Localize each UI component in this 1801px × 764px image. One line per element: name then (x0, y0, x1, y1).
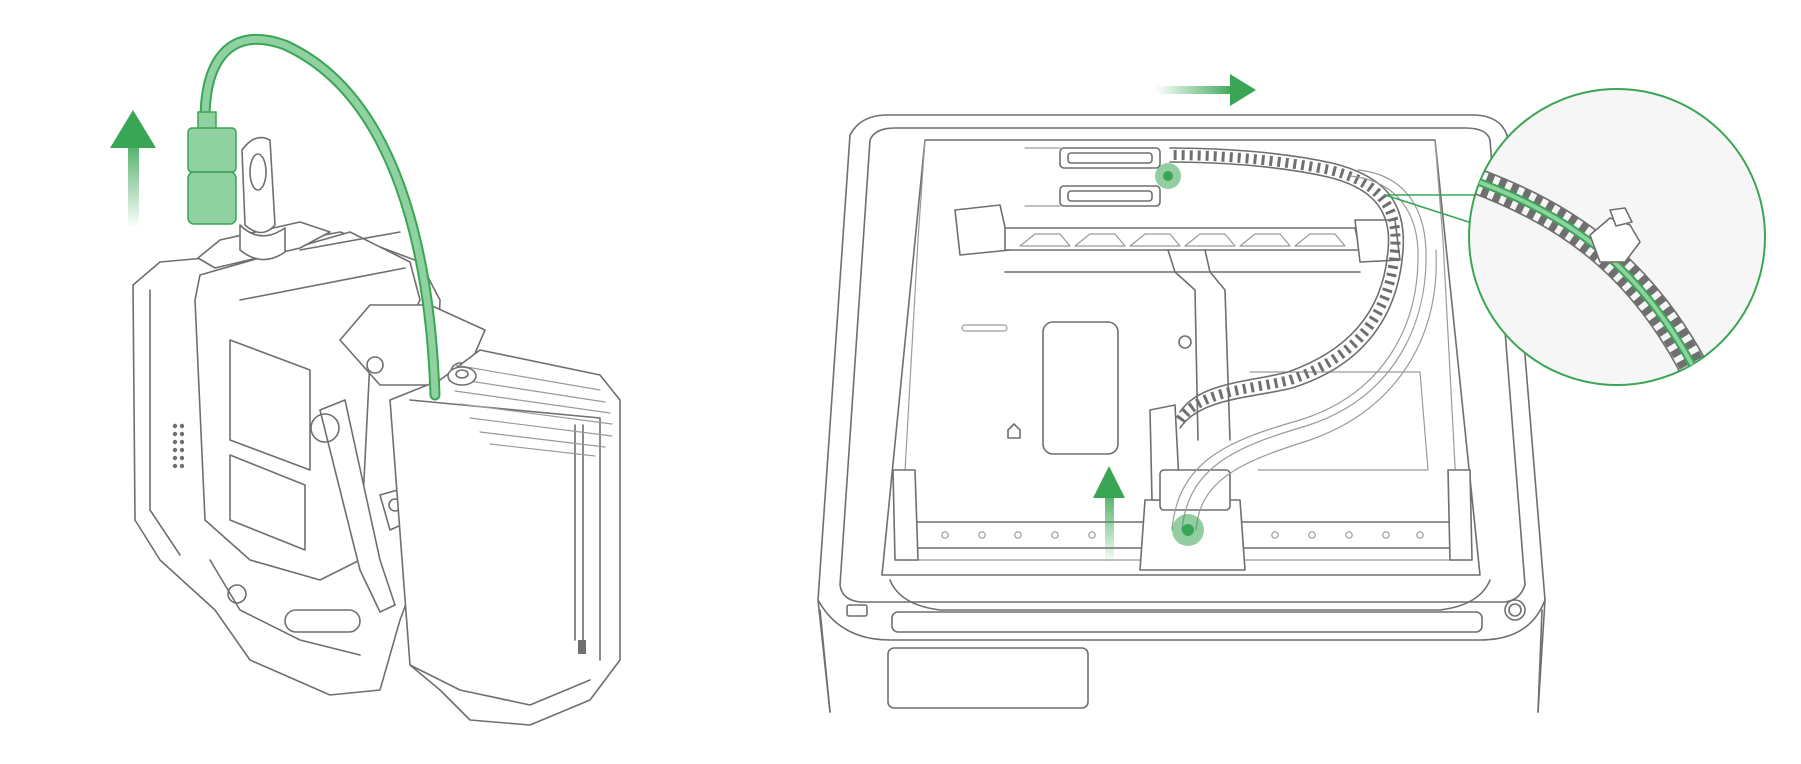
zoom-callout (1468, 88, 1766, 386)
logo-mark (578, 640, 586, 654)
toolhead-illustration (110, 34, 621, 726)
vent-dots (172, 423, 185, 469)
rail-holes (941, 531, 1424, 539)
printer-illustration (817, 74, 1766, 713)
right-arrow-icon (1155, 74, 1256, 106)
heatsink-fins (449, 364, 613, 457)
up-arrow-icon (1093, 466, 1125, 564)
tube-connector (187, 111, 237, 225)
gantry-cutouts (1019, 233, 1346, 247)
up-arrow-icon (110, 110, 156, 228)
